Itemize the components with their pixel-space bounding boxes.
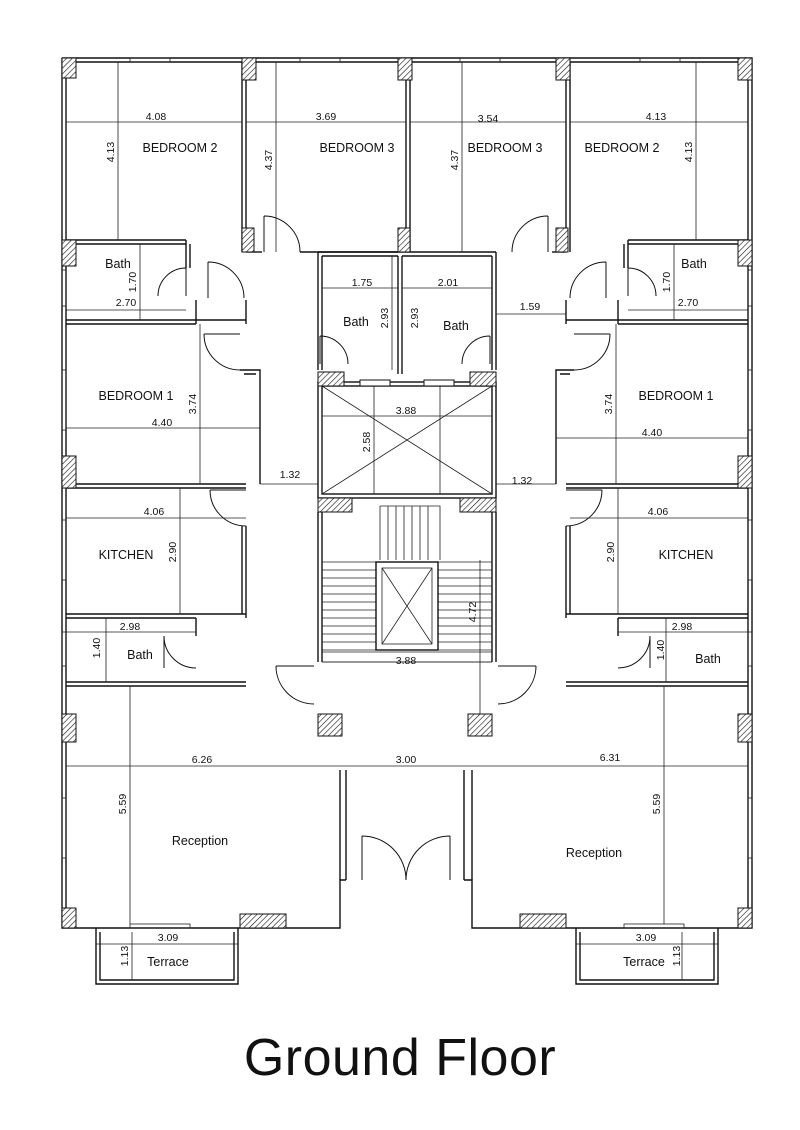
dimension-label: 4.13 [646, 111, 667, 123]
dimension-label: 2.93 [379, 308, 391, 329]
dimension-label: 1.40 [655, 640, 667, 661]
dimension-label: 4.13 [683, 142, 695, 163]
room-label: BEDROOM 2 [142, 141, 217, 155]
dimension-label: 4.06 [144, 506, 165, 518]
dimension-label: 4.06 [648, 506, 669, 518]
dimension-label: 4.13 [105, 142, 117, 163]
dimension-label: 3.74 [603, 394, 615, 415]
room-label: BEDROOM 3 [319, 141, 394, 155]
dimension-label: 2.70 [678, 297, 699, 309]
dimension-label: 3.00 [396, 754, 417, 766]
room-label: Bath [443, 319, 469, 333]
dimension-label: 4.37 [263, 150, 275, 171]
dimension-label: 2.90 [605, 542, 617, 563]
lift-core [317, 371, 497, 513]
room-label: BEDROOM 1 [638, 389, 713, 403]
room-label: Bath [343, 315, 369, 329]
right-wing-walls [552, 62, 748, 687]
dimension-label: 4.72 [467, 602, 479, 623]
dimension-label: 3.69 [316, 111, 337, 123]
dimension-label: 4.40 [152, 417, 173, 429]
room-label: Reception [172, 834, 228, 848]
dimension-label: 5.59 [117, 794, 129, 815]
room-label: Bath [695, 652, 721, 666]
dimension-label: 2.01 [438, 277, 459, 289]
room-label: KITCHEN [659, 548, 714, 562]
terraces [95, 928, 719, 985]
dimension-label: 3.09 [636, 932, 657, 944]
dimension-label: 3.88 [396, 655, 417, 667]
room-label: Bath [681, 257, 707, 271]
dimension-labels: 4.08 4.13 3.69 4.37 3.54 4.37 4.13 4.13 … [91, 111, 698, 966]
staircase [317, 505, 497, 663]
dimension-label: 2.98 [672, 621, 693, 633]
dimension-label: 1.59 [520, 301, 541, 313]
dimension-label: 2.93 [409, 308, 421, 329]
dimension-label: 3.74 [187, 394, 199, 415]
dimension-lines [66, 62, 748, 980]
dimension-label: 6.31 [600, 752, 621, 764]
dimension-label: 4.40 [642, 427, 663, 439]
windows [61, 57, 753, 929]
dimension-label: 1.32 [280, 469, 301, 481]
room-label: Reception [566, 846, 622, 860]
dimension-label: 3.09 [158, 932, 179, 944]
outer-walls [61, 57, 753, 929]
dimension-label: 1.70 [661, 272, 673, 293]
room-label: Bath [105, 257, 131, 271]
left-wing-walls [66, 62, 497, 687]
room-label: Bath [127, 648, 153, 662]
dimension-label: 1.13 [119, 946, 131, 967]
dimension-label: 1.13 [671, 946, 683, 967]
room-label: KITCHEN [99, 548, 154, 562]
room-label: BEDROOM 1 [98, 389, 173, 403]
room-label: BEDROOM 3 [467, 141, 542, 155]
room-label: Terrace [147, 955, 189, 969]
dimension-label: 5.59 [651, 794, 663, 815]
dimension-label: 3.54 [478, 113, 499, 125]
room-label: BEDROOM 2 [584, 141, 659, 155]
plan-title: Ground Floor [243, 1029, 557, 1087]
dimension-label: 2.58 [361, 432, 373, 453]
floor-plan-drawing: BEDROOM 2 BEDROOM 3 BEDROOM 3 BEDROOM 2 … [61, 57, 753, 985]
dimension-label: 1.70 [127, 272, 139, 293]
bedroom-partitions [300, 62, 411, 253]
dimension-label: 6.26 [192, 754, 213, 766]
dimension-label: 1.75 [352, 277, 373, 289]
dimension-label: 1.32 [512, 475, 533, 487]
room-labels: BEDROOM 2 BEDROOM 3 BEDROOM 3 BEDROOM 2 … [98, 141, 720, 969]
dimension-label: 4.08 [146, 111, 167, 123]
room-label: Terrace [623, 955, 665, 969]
dimension-label: 2.70 [116, 297, 137, 309]
doors [157, 215, 657, 881]
dimension-label: 4.37 [449, 150, 461, 171]
dimension-label: 1.40 [91, 638, 103, 659]
columns [61, 57, 753, 929]
dimension-label: 2.90 [167, 542, 179, 563]
dimension-label: 3.88 [396, 405, 417, 417]
dimension-label: 2.98 [120, 621, 141, 633]
